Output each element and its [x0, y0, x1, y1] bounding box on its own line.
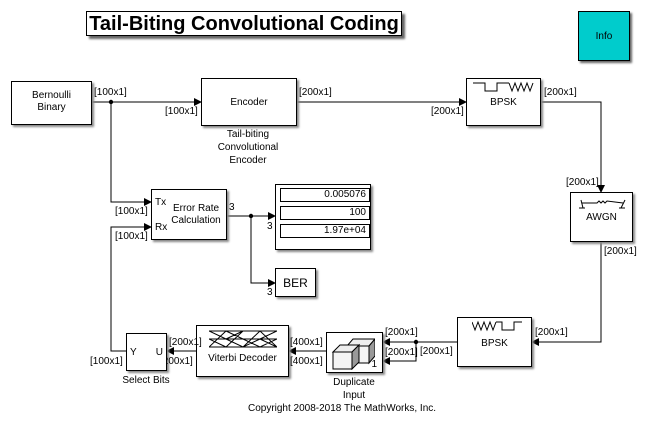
viterbi-label: Viterbi Decoder — [208, 353, 277, 364]
bpsk-demodulator-block[interactable]: BPSK — [457, 317, 532, 367]
sig-demod-in: [200x1] — [535, 327, 568, 338]
awgn-label: AWGN — [586, 212, 617, 223]
select-in-port: U — [155, 347, 163, 358]
bpsk-demod-label: BPSK — [481, 338, 508, 349]
sig-ber-in: 3 — [267, 287, 273, 298]
wire-err-ber — [250, 216, 276, 287]
display-block[interactable]: 0.005076 100 1.97e+04 — [275, 184, 371, 250]
sig-tx-in: [100x1] — [115, 206, 148, 217]
wire-awgn-demod — [531, 242, 602, 346]
bernoulli-label: Bernoulli Binary — [32, 90, 71, 113]
bpsk-modulator-block[interactable]: BPSK — [466, 78, 541, 126]
sig-enc-out: [200x1] — [299, 87, 332, 98]
wire-sel-rx — [110, 223, 152, 352]
sig-enc-in: [100x1] — [165, 106, 198, 117]
sig-dup-in1: [200x1] — [385, 327, 418, 338]
duplicate-cubes-icon — [331, 338, 375, 370]
ber-label: BER — [283, 276, 308, 290]
awgn-block[interactable]: AWGN — [570, 192, 633, 242]
rx-port-label: Rx — [155, 222, 168, 233]
encoder-label: Encoder — [230, 97, 268, 108]
sig-bpsk-out: [200x1] — [544, 87, 577, 98]
sig-vit-out1: [200x1] — [169, 337, 202, 348]
duplicate-input-block[interactable]: 1 — [326, 332, 383, 373]
bpsk-waveform-icon — [472, 320, 522, 332]
sig-bern-out: [100x1] — [94, 87, 127, 98]
select-bits-block[interactable]: Y U — [126, 333, 167, 371]
duplicate-caption: Duplicate Input — [333, 377, 375, 401]
sig-sel-out: [100x1] — [90, 356, 123, 367]
sig-disp-in: 3 — [267, 221, 273, 232]
select-bits-caption: Select Bits — [122, 375, 170, 386]
sig-err-out: 3 — [229, 202, 235, 213]
wire-demod-dup2 — [382, 342, 417, 365]
bernoulli-binary-block[interactable]: Bernoulli Binary — [11, 81, 92, 125]
sig-dup-out1: [400x1] — [290, 337, 323, 348]
copyright-text: Copyright 2008-2018 The MathWorks, Inc. — [247, 403, 437, 414]
sig-dup-in2: [200x1] — [385, 347, 418, 358]
wire-bpsk-awgn — [541, 101, 605, 193]
viterbi-decoder-block[interactable]: Viterbi Decoder — [196, 325, 289, 377]
info-block[interactable]: Info — [578, 11, 630, 61]
sig-awgn-in: [200x1] — [566, 177, 599, 188]
sig-dup-out2: [400x1] — [290, 356, 323, 367]
channel-icon — [579, 199, 626, 209]
error-rate-block[interactable]: Tx Rx Error Rate Calculation — [151, 189, 227, 240]
wire-bern-tx — [110, 102, 152, 206]
ber-block[interactable]: BER — [275, 268, 316, 297]
display-bit-count: 1.97e+04 — [280, 224, 370, 238]
bpsk-mod-label: BPSK — [490, 97, 517, 108]
encoder-caption: Tail-biting Convolutional Encoder — [217, 129, 279, 166]
sig-bpsk-in: [200x1] — [431, 106, 464, 117]
error-rate-label: Error Rate Calculation — [171, 203, 221, 226]
sig-rx-in: [100x1] — [115, 231, 148, 242]
select-out-port: Y — [130, 347, 137, 358]
sig-vit-out2: [200x1] — [160, 356, 193, 367]
trellis-icon — [209, 330, 277, 348]
duplicate-port-number: 1 — [371, 359, 377, 370]
sig-demod-out: [200x1] — [420, 346, 453, 357]
display-error-count: 100 — [280, 206, 370, 220]
sig-awgn-out: [200x1] — [604, 246, 637, 257]
tx-port-label: Tx — [155, 197, 167, 208]
bpsk-waveform-icon — [473, 81, 534, 93]
model-title: Tail-Biting Convolutional Coding — [86, 11, 402, 36]
encoder-block[interactable]: Encoder — [201, 78, 297, 126]
display-error-rate: 0.005076 — [280, 188, 370, 202]
